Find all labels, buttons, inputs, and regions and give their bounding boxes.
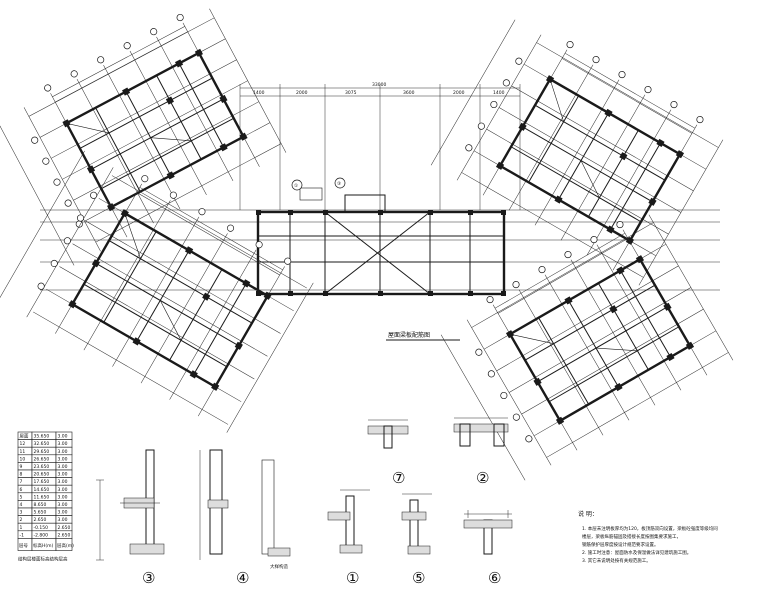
table-cell: 6 xyxy=(20,487,23,493)
section-label: ② xyxy=(476,469,489,487)
wing-upper-left xyxy=(0,8,287,266)
detail-4-note: 大样构造 xyxy=(270,563,288,570)
table-cell: 3.00 xyxy=(58,479,68,485)
wing-lower-right xyxy=(440,214,734,481)
section-detail-4: 大样构造 xyxy=(199,449,291,570)
top-marker-1: ① xyxy=(294,183,298,189)
design-notes: 说 明： 1. 本层未注明板厚均为120，板顶筋双向设置，梁板砼强度等级均同 楼… xyxy=(578,510,718,564)
top-dim-5: 2000 xyxy=(453,90,465,96)
table-cell: 3.00 xyxy=(58,449,68,455)
table-cell: 5.650 xyxy=(34,510,47,516)
plan-caption: 屋面梁板配筋图 xyxy=(388,331,430,339)
section-detail-5 xyxy=(401,493,432,555)
section-label: ⑦ xyxy=(392,469,405,487)
table-cell: 2.650 xyxy=(34,517,47,523)
top-marker-2: ③ xyxy=(337,181,341,187)
top-dim-4: 3600 xyxy=(403,90,415,96)
section-detail-3 xyxy=(96,449,165,561)
notes-line-1: 1. 本层未注明板厚均为120，板顶筋双向设置，梁板砼强度等级均同 xyxy=(582,525,718,532)
section-label: ④ xyxy=(236,569,249,587)
table-cell: 7 xyxy=(20,479,23,485)
table-cell: 32.650 xyxy=(34,441,50,447)
table-cell: 1 xyxy=(20,525,23,531)
table-header-cell: 层号 xyxy=(19,543,28,549)
table-cell: 3.00 xyxy=(58,456,68,462)
table-cell: 35.650 xyxy=(34,434,50,440)
table-caption: 结构层楼面标高结构层高 xyxy=(18,556,68,563)
table-cell: 3.00 xyxy=(58,510,68,516)
table-cell: 8.650 xyxy=(34,502,47,508)
section-label: ① xyxy=(346,569,359,587)
section-detail-1 xyxy=(327,489,370,554)
table-cell: 3.00 xyxy=(58,472,68,478)
wing-upper-right xyxy=(430,19,724,286)
top-dim-2: 2000 xyxy=(296,90,308,96)
table-cell: 2 xyxy=(20,517,23,523)
table-cell: 3.00 xyxy=(58,487,68,493)
table-cell: 屋面 xyxy=(20,434,29,440)
table-cell: -1 xyxy=(20,532,25,538)
table-cell: 2.650 xyxy=(58,532,71,538)
top-dim-3: 3075 xyxy=(345,90,357,96)
table-cell: 11.650 xyxy=(34,494,50,500)
notes-line-5: 3. 其它未说明处按有关规范施工。 xyxy=(582,557,651,564)
table-cell: 3.00 xyxy=(58,494,68,500)
table-cell: 20.650 xyxy=(34,472,50,478)
table-cell: 26.650 xyxy=(34,456,50,462)
table-cell: 29.650 xyxy=(34,449,50,455)
section-details: 大样构造 xyxy=(96,417,513,587)
table-cell: 3.00 xyxy=(58,502,68,508)
table-header-cell: 层高(m) xyxy=(57,542,74,549)
table-header-cell: 标高H(m) xyxy=(33,542,54,549)
table-cell: 14.650 xyxy=(34,487,50,493)
table-cell: 8 xyxy=(20,472,23,478)
table-cell: 3 xyxy=(20,510,23,516)
notes-line-4: 2. 施工时注意：屋面防水及保温做法详见建筑施工图。 xyxy=(582,549,691,556)
table-cell: 3.00 xyxy=(58,464,68,470)
table-cell: 9 xyxy=(20,464,23,470)
table-cell: -2.800 xyxy=(34,532,49,538)
section-detail-6 xyxy=(463,510,513,555)
table-cell: 10 xyxy=(20,456,26,462)
table-cell: 3.00 xyxy=(58,434,68,440)
section-label: ⑥ xyxy=(488,569,501,587)
section-label: ⑤ xyxy=(412,569,425,587)
top-dim-6: 1400 xyxy=(493,90,505,96)
table-cell: 4 xyxy=(20,502,23,508)
notes-title: 说 明： xyxy=(578,510,598,518)
table-cell: 3.00 xyxy=(58,441,68,447)
overall-dim: 33000 xyxy=(372,82,386,88)
top-dim-1: 1400 xyxy=(253,90,265,96)
table-cell: 3.00 xyxy=(58,517,68,523)
notes-line-3: 钢筋保护层厚度按设计规范要求设置。 xyxy=(582,541,659,548)
section-detail-2 xyxy=(453,417,509,447)
table-cell: 23.650 xyxy=(34,464,50,470)
table-cell: 17.650 xyxy=(34,479,50,485)
center-building-plan: 1400 2000 3075 3600 2000 1400 33000 xyxy=(40,82,720,341)
table-cell: 12 xyxy=(20,441,26,447)
section-label: ③ xyxy=(142,569,155,587)
table-cell: 2.650 xyxy=(58,525,71,531)
notes-line-2: 楼层，梁板纵筋锚固及搭接长度按图集要求施工， xyxy=(582,533,681,540)
table-cell: 11 xyxy=(20,449,26,455)
table-cell: -0.150 xyxy=(34,525,49,531)
section-detail-7 xyxy=(367,419,409,449)
table-cell: 5 xyxy=(20,494,23,500)
wing-lower-left xyxy=(0,150,314,433)
